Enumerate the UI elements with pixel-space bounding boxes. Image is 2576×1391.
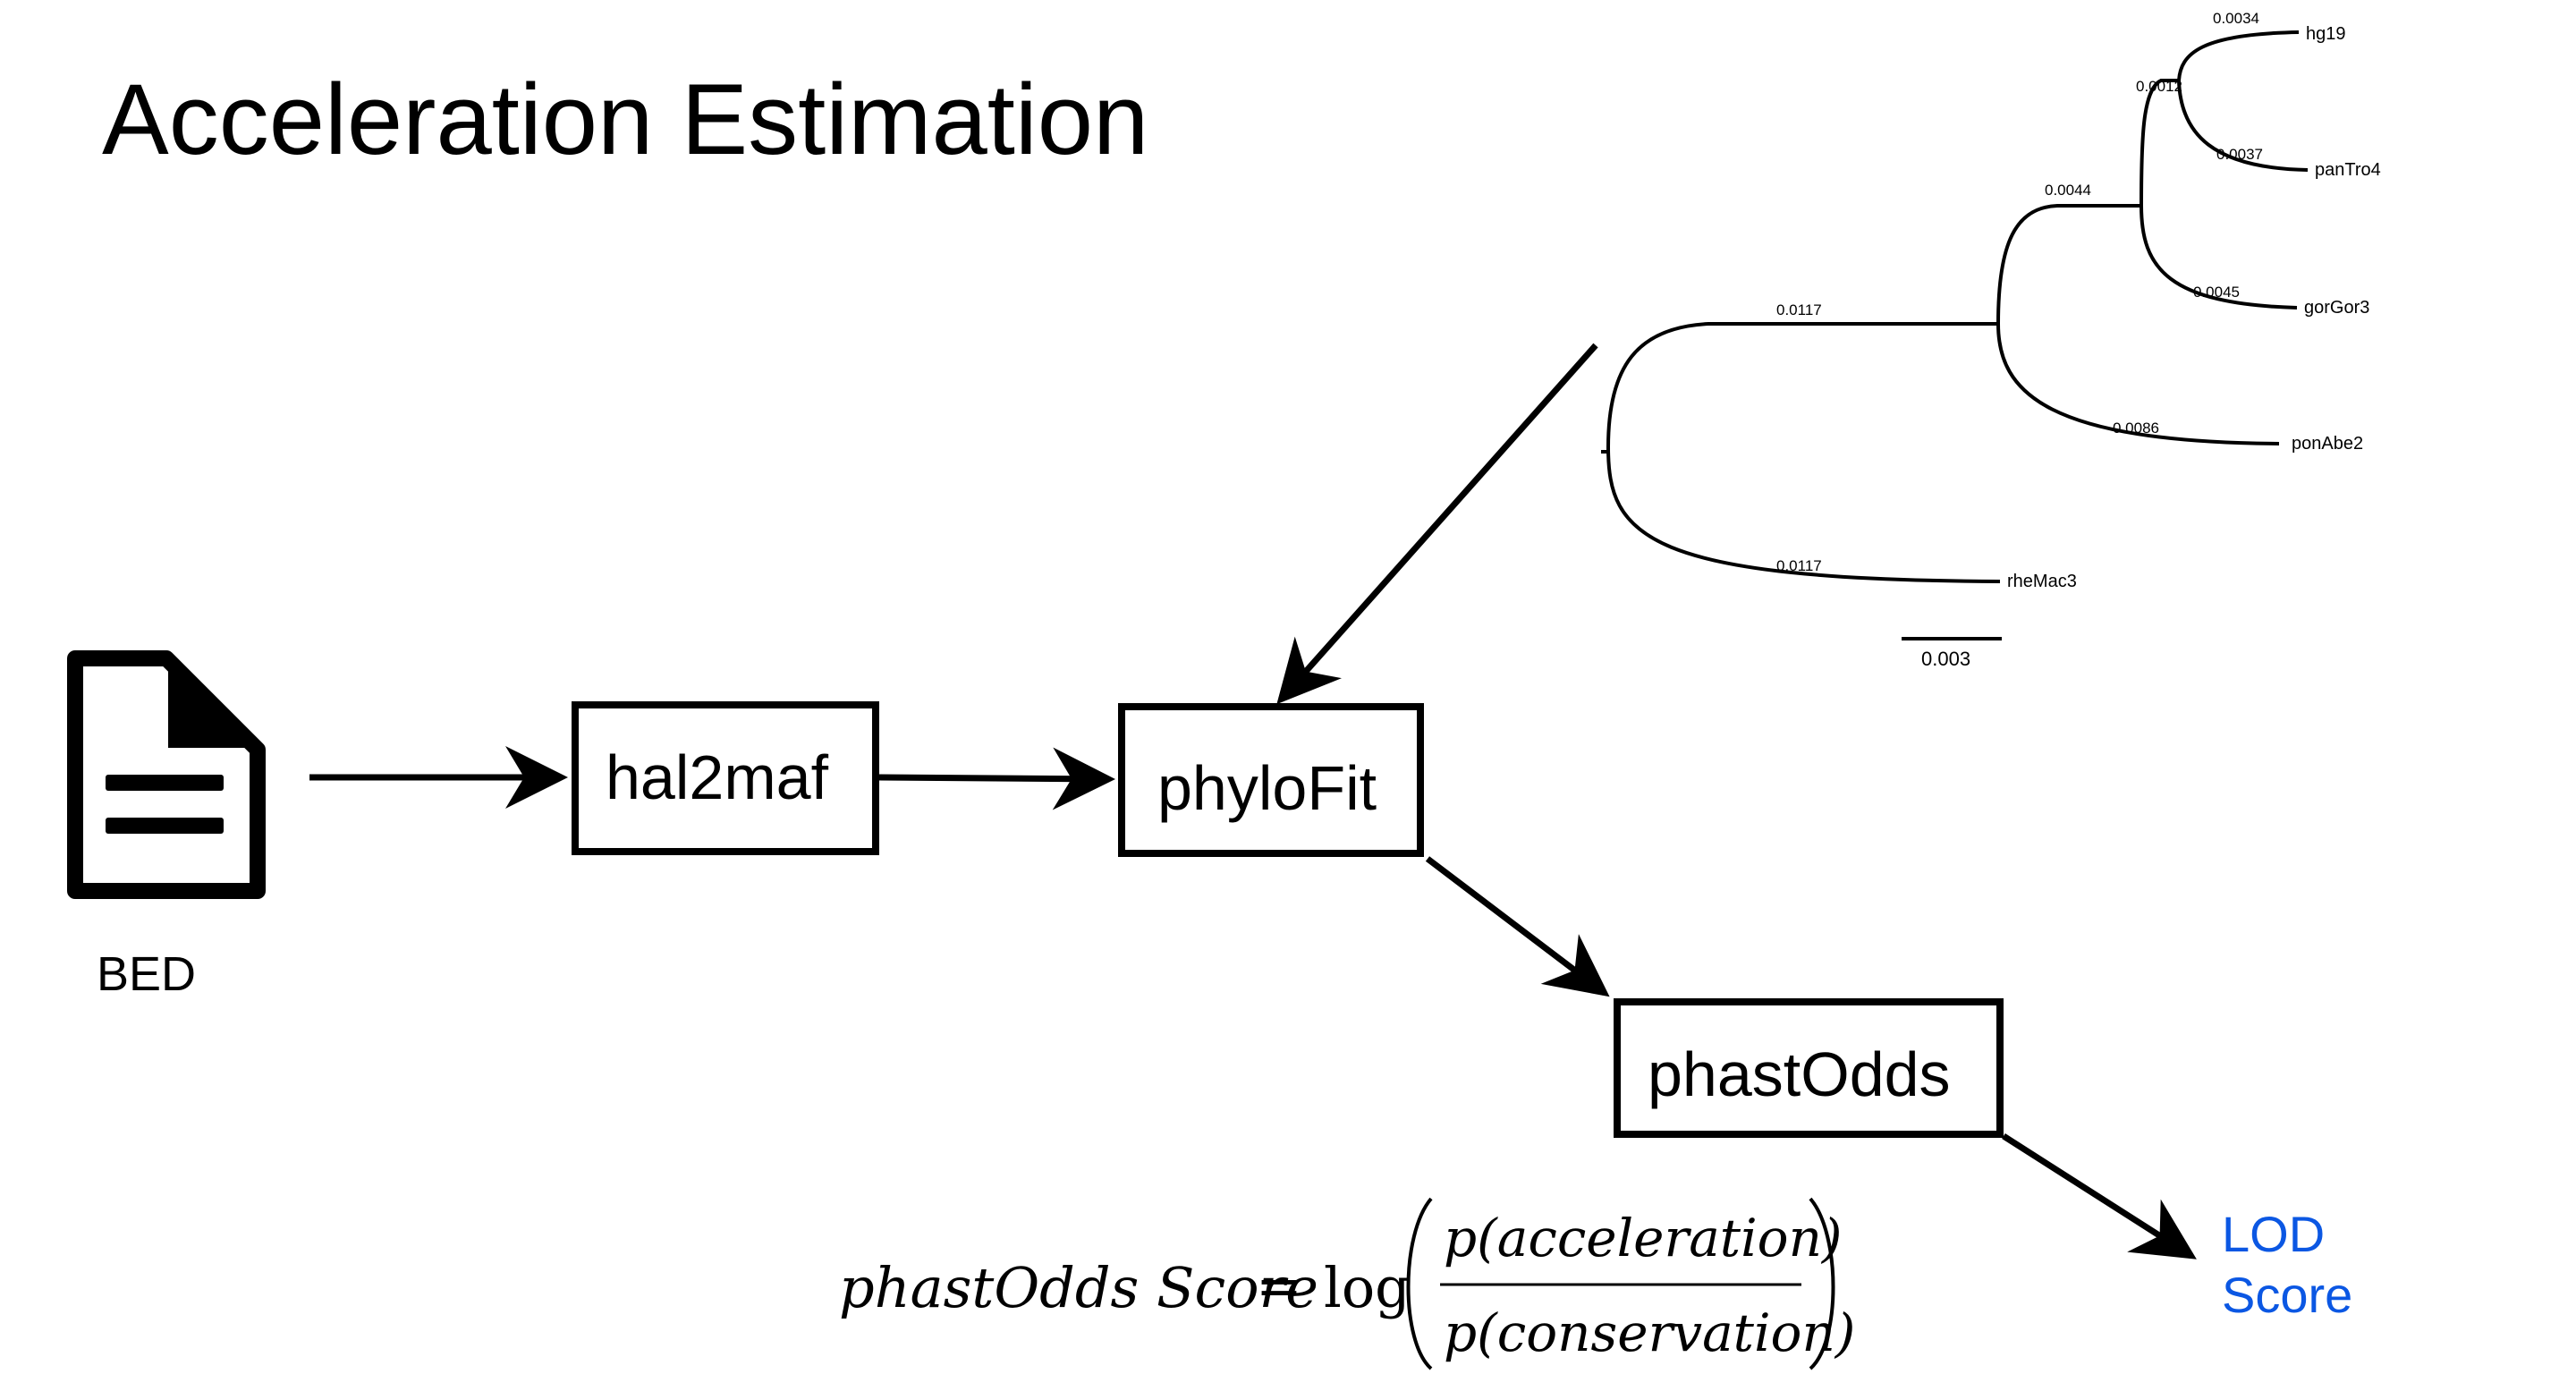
branch-length-pantro4: 0.0037 [2216,146,2263,163]
leaf-label-hg19: hg19 [2306,24,2346,44]
leaf-label-pantro4: panTro4 [2315,160,2381,180]
phastodds-label: phastOdds [1648,1039,1951,1109]
branch-length-hg19: 0.0034 [2213,10,2259,27]
formula-log: log [1324,1255,1411,1320]
branch-length-hominidae: 0.0117 [1776,301,1822,318]
tree-branch-hominidae [1606,322,1998,448]
lod-score-output: LOD Score [2222,1204,2352,1326]
lod-line-1: LOD [2222,1206,2326,1262]
tree-branch-hominini [2140,79,2179,207]
leaf-label-ponabe2: ponAbe2 [2292,434,2364,454]
formula-equals: = [1256,1253,1302,1319]
hal2maf-box: hal2maf [572,701,879,855]
branch-length-gorgor3: 0.0045 [2193,284,2240,301]
hal2maf-label: hal2maf [606,742,829,812]
arrow-phastodds-to-lod [2002,1133,2197,1260]
tree-branch-hominini-gorilla [1996,204,2141,325]
phylofit-label: phyloFit [1157,753,1377,823]
document-icon [67,650,266,899]
branch-length-hominini-gorilla: 0.0044 [2045,182,2091,199]
tree-branch-ponabe2 [1996,323,2280,445]
tree-branch-rhemac3 [1606,446,2001,583]
arrow-tree-to-phylofit [1276,343,1598,705]
formula-lhs: phastOdds Score [839,1255,1318,1320]
phylogenetic-tree [1601,30,2309,640]
formula-denominator: p(conservation) [1444,1302,1856,1363]
phylofit-box: phyloFit [1118,703,1424,857]
tree-branch-hg19 [2177,30,2300,81]
formula-right-paren [1809,1197,1835,1370]
branch-length-hg19-pantro4: 0.0012 [2136,78,2182,95]
bed-label: BED [97,947,197,1001]
tree-branch-gorgor3 [2140,205,2298,310]
lod-line-2: Score [2222,1267,2353,1323]
branch-length-rhemac3: 0.0117 [1776,557,1822,574]
page-title: Acceleration Estimation [102,64,1149,175]
arrow-phylofit-to-phastodds [1425,856,1610,997]
formula-left-paren [1406,1197,1433,1370]
arrow-hal2maf-to-phylofit [878,747,1115,810]
leaf-label-rhemac3: rheMac3 [2007,572,2077,591]
formula-numerator: p(acceleration) [1444,1208,1843,1268]
tree-scale-label: 0.003 [1921,648,1971,670]
phastodds-box: phastOdds [1614,998,2004,1138]
tree-branch-pantro4 [2177,80,2309,172]
leaf-label-gorgor3: gorGor3 [2304,298,2370,318]
branch-length-ponabe2: 0.0086 [2113,420,2159,437]
